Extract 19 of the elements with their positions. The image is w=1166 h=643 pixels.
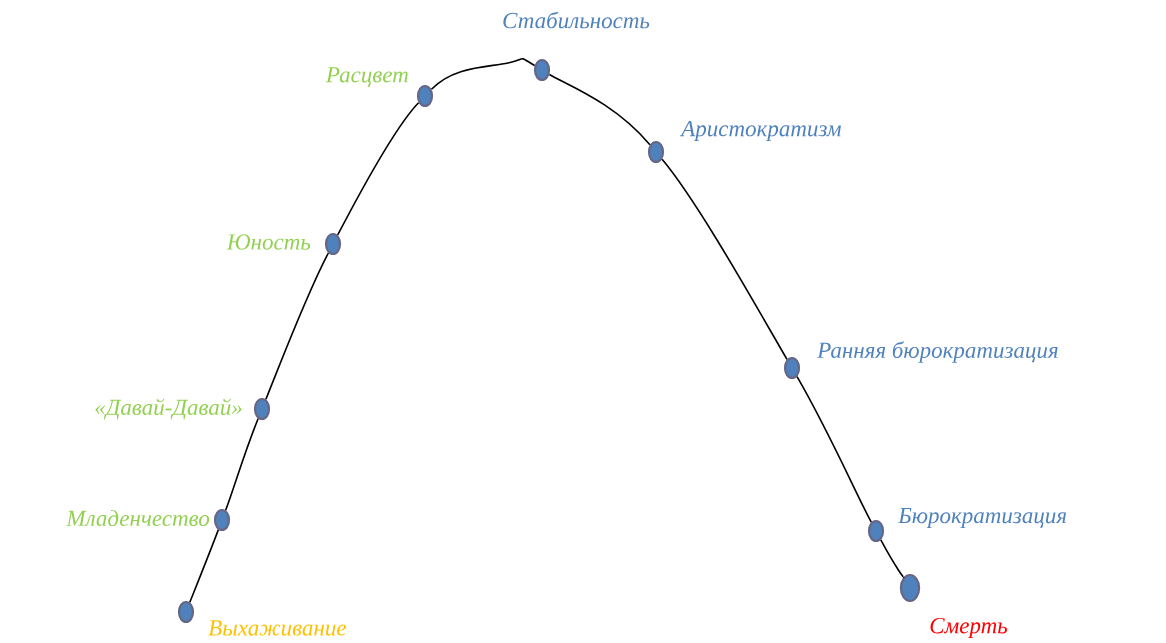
- stage-label: Бюрократизация: [897, 508, 1066, 528]
- curve: [880, 539, 905, 579]
- stage-label: «Давай-Давай»: [95, 398, 242, 420]
- curve: [189, 529, 220, 604]
- curve: [336, 101, 420, 236]
- stage-label: Юность: [226, 234, 311, 250]
- curve: [224, 417, 259, 511]
- stage-label: Стабильность: [503, 11, 650, 29]
- stage-label: Расцвет: [325, 67, 408, 87]
- stage-label: Смерть: [930, 617, 1008, 639]
- curve: [265, 252, 330, 401]
- curve: [796, 375, 872, 523]
- curve: [430, 58, 536, 91]
- stage-label: Аристократизм: [679, 120, 841, 142]
- stage-label: Ранняя бюрократизация: [817, 341, 1058, 363]
- curve: [661, 158, 788, 361]
- stage-label: Младенчество: [66, 509, 210, 527]
- stage-label: Выхаживание: [208, 620, 347, 636]
- curve: [548, 73, 651, 146]
